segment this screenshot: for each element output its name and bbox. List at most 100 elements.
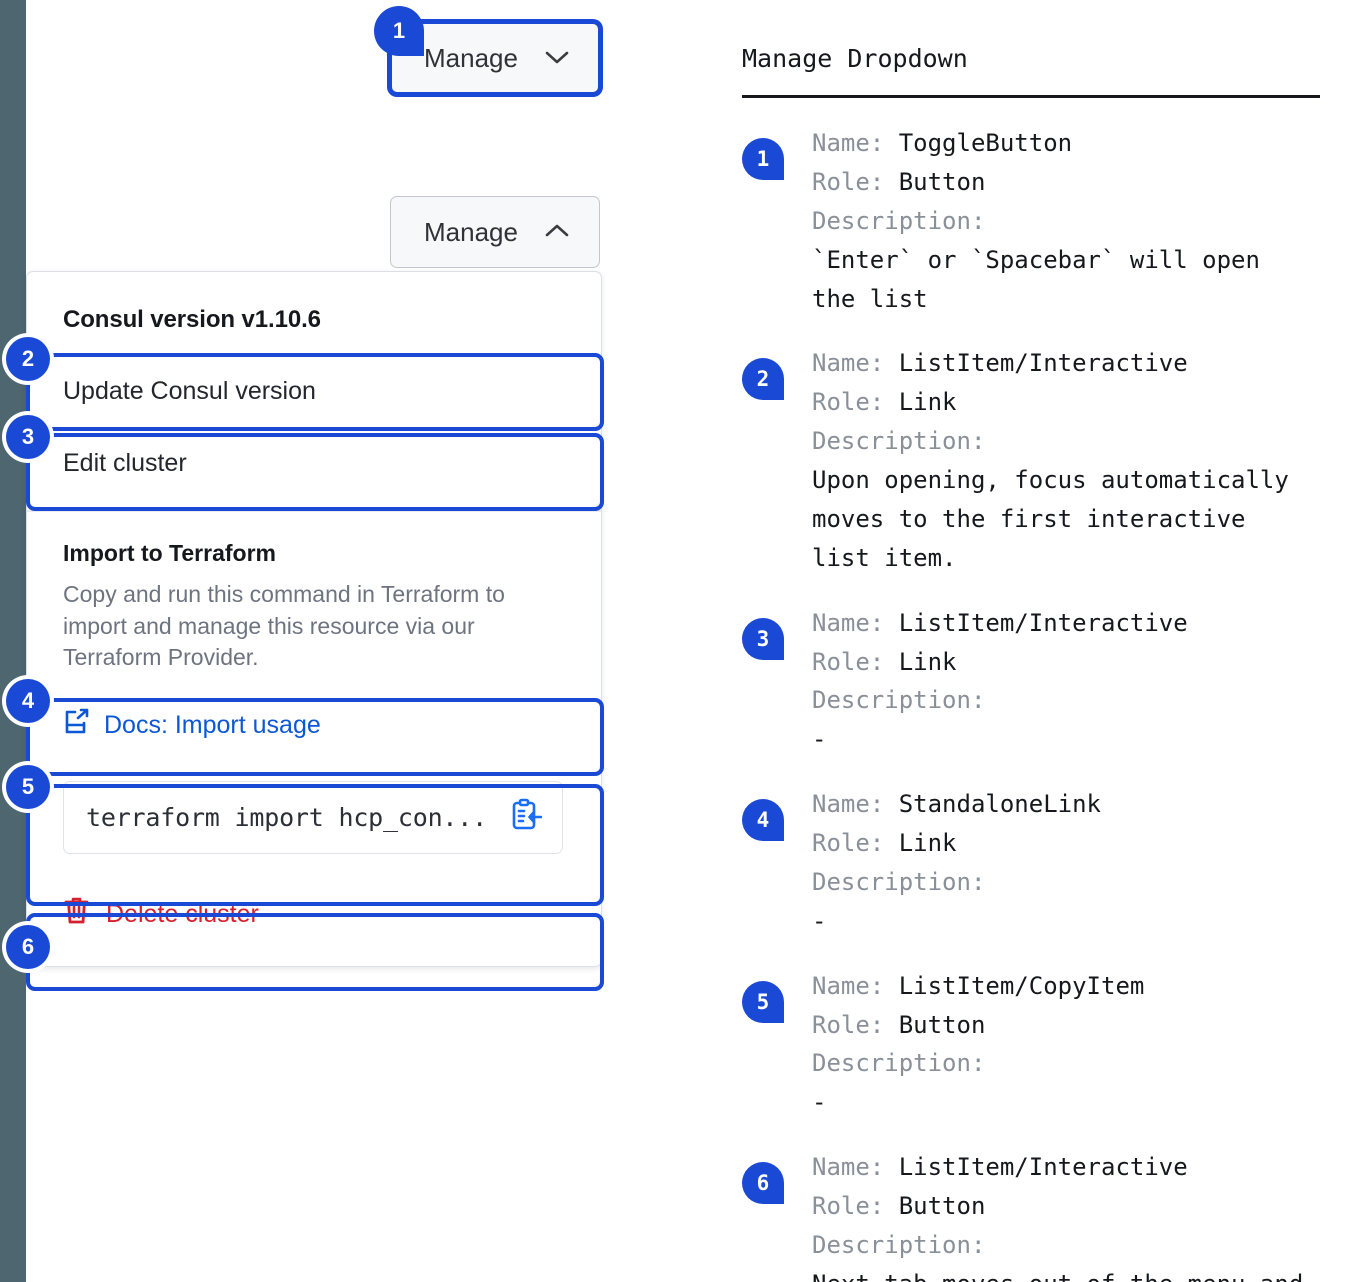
annotation-badge-2: 2	[6, 337, 50, 381]
legend-description-label: Description:	[812, 867, 986, 896]
legend-title-rule	[742, 95, 1320, 98]
legend-role-label: Role:	[812, 647, 885, 676]
legend-description-text: `Enter` or `Spacebar` will open the list	[812, 245, 1260, 313]
manage-toggle-button-closed[interactable]: Manage	[390, 22, 600, 94]
legend-name-label: Name:	[812, 790, 885, 819]
chevron-down-icon	[544, 45, 570, 71]
legend-description: Description:	[812, 1226, 1322, 1265]
legend-name: Name: StandaloneLink	[812, 785, 1322, 824]
legend-entry-badge: 2	[742, 358, 784, 401]
legend-role: Role: Button	[812, 1006, 1322, 1045]
legend-description-text: Upon opening, focus automatically moves …	[812, 466, 1289, 572]
manage-toggle-label-open: Manage	[424, 216, 518, 247]
legend-name-value: ListItem/Interactive	[898, 1153, 1188, 1182]
docs-import-usage-label: Docs: Import usage	[104, 711, 321, 740]
legend-name-label: Name:	[812, 608, 885, 637]
legend-name-value: ListItem/CopyItem	[898, 971, 1145, 1000]
legend-role-value: Button	[898, 1192, 986, 1220]
legend-description: Description:	[812, 1044, 1322, 1083]
legend-name-label: Name:	[812, 971, 885, 1000]
legend-description: Description:	[812, 422, 1322, 461]
legend-description-text: Next tab moves out of the menu and to th…	[812, 1265, 1322, 1282]
left-demo-column: Manage Manage Consul version v1.10.6 Upd…	[6, 6, 604, 991]
annotation-badge-5: 5	[6, 765, 50, 809]
dropdown-section-title-import-terraform: Import to Terraform	[63, 540, 276, 566]
copy-clipboard-icon[interactable]	[510, 798, 543, 837]
legend-role: Role: Link	[812, 824, 1322, 863]
dropdown-copy-command-row: terraform import hcp_con...	[27, 763, 601, 876]
legend-entry-badge: 5	[742, 980, 784, 1023]
legend-entry-badge: 1	[742, 138, 784, 180]
legend-entry-badge: 3	[742, 617, 784, 660]
legend-description: Description:	[812, 863, 1322, 902]
legend-role-value: Link	[898, 388, 957, 417]
chevron-up-icon	[544, 219, 570, 245]
manage-toggle-button-open[interactable]: Manage	[390, 196, 600, 268]
legend-name-value: ToggleButton	[898, 129, 1073, 157]
dropdown-divider	[27, 510, 601, 512]
legend-description-text: -	[812, 1088, 827, 1117]
terraform-import-command-text: terraform import hcp_con...	[86, 803, 487, 833]
legend-name-value: ListItem/Interactive	[898, 608, 1188, 637]
legend-name: Name: ListItem/Interactive	[812, 604, 1322, 643]
legend-role-value: Button	[898, 167, 986, 196]
legend-entry-badge: 4	[742, 799, 784, 842]
dropdown-item-edit-cluster[interactable]: Edit cluster	[63, 449, 187, 477]
manage-toggle-label-closed: Manage	[424, 42, 518, 73]
delete-cluster-label: Delete cluster	[106, 899, 259, 928]
legend-name-value: StandaloneLink	[898, 790, 1101, 819]
legend-description-text: -	[812, 906, 827, 935]
trash-icon	[63, 896, 90, 932]
legend-name: Name: ToggleButton	[812, 124, 1322, 163]
legend-name: Name: ListItem/Interactive	[812, 344, 1322, 383]
legend-description: Description:	[812, 681, 1322, 720]
annotation-badge-4: 4	[6, 679, 50, 723]
legend-description-label: Description:	[812, 686, 986, 715]
legend-role: Role: Button	[812, 1187, 1322, 1226]
dropdown-item-delete-cluster[interactable]: Delete cluster	[27, 876, 601, 952]
legend-role-value: Button	[898, 1010, 986, 1039]
annotation-badge-6: 6	[6, 925, 50, 969]
legend-description: Description:	[812, 202, 1322, 241]
docs-external-link-icon	[63, 708, 90, 743]
legend-description-label: Description:	[812, 427, 986, 456]
dropdown-item-update-consul-version[interactable]: Update Consul version	[63, 377, 316, 405]
annotation-badge-1: 1	[374, 6, 424, 56]
legend-name-label: Name:	[812, 1153, 885, 1182]
legend-name-value: ListItem/Interactive	[898, 349, 1188, 378]
legend-role: Role: Link	[812, 643, 1322, 682]
legend-description-label: Description:	[812, 1230, 986, 1259]
legend-description-text: -	[812, 725, 827, 754]
legend-description-label: Description:	[812, 206, 986, 235]
legend-role: Role: Link	[812, 383, 1322, 422]
legend-name-label: Name:	[812, 349, 885, 378]
legend-role-label: Role:	[812, 829, 885, 857]
legend-description-label: Description:	[812, 1049, 986, 1078]
app-sidebar-rail	[0, 0, 26, 1282]
dropdown-section-description: Copy and run this command in Terraform t…	[63, 581, 505, 671]
legend-role-label: Role:	[812, 167, 885, 196]
manage-dropdown-panel: Consul version v1.10.6 Update Consul ver…	[26, 271, 602, 968]
legend-role-value: Link	[898, 829, 957, 857]
dropdown-item-docs-import-usage[interactable]: Docs: Import usage	[27, 688, 601, 763]
legend-role: Role: Button	[812, 163, 1322, 202]
legend-role-value: Link	[898, 647, 957, 676]
legend-role-label: Role:	[812, 388, 885, 417]
legend-name: Name: ListItem/Interactive	[812, 1148, 1322, 1187]
terraform-import-command-field[interactable]: terraform import hcp_con...	[63, 781, 563, 855]
annotation-badge-3: 3	[6, 415, 50, 459]
